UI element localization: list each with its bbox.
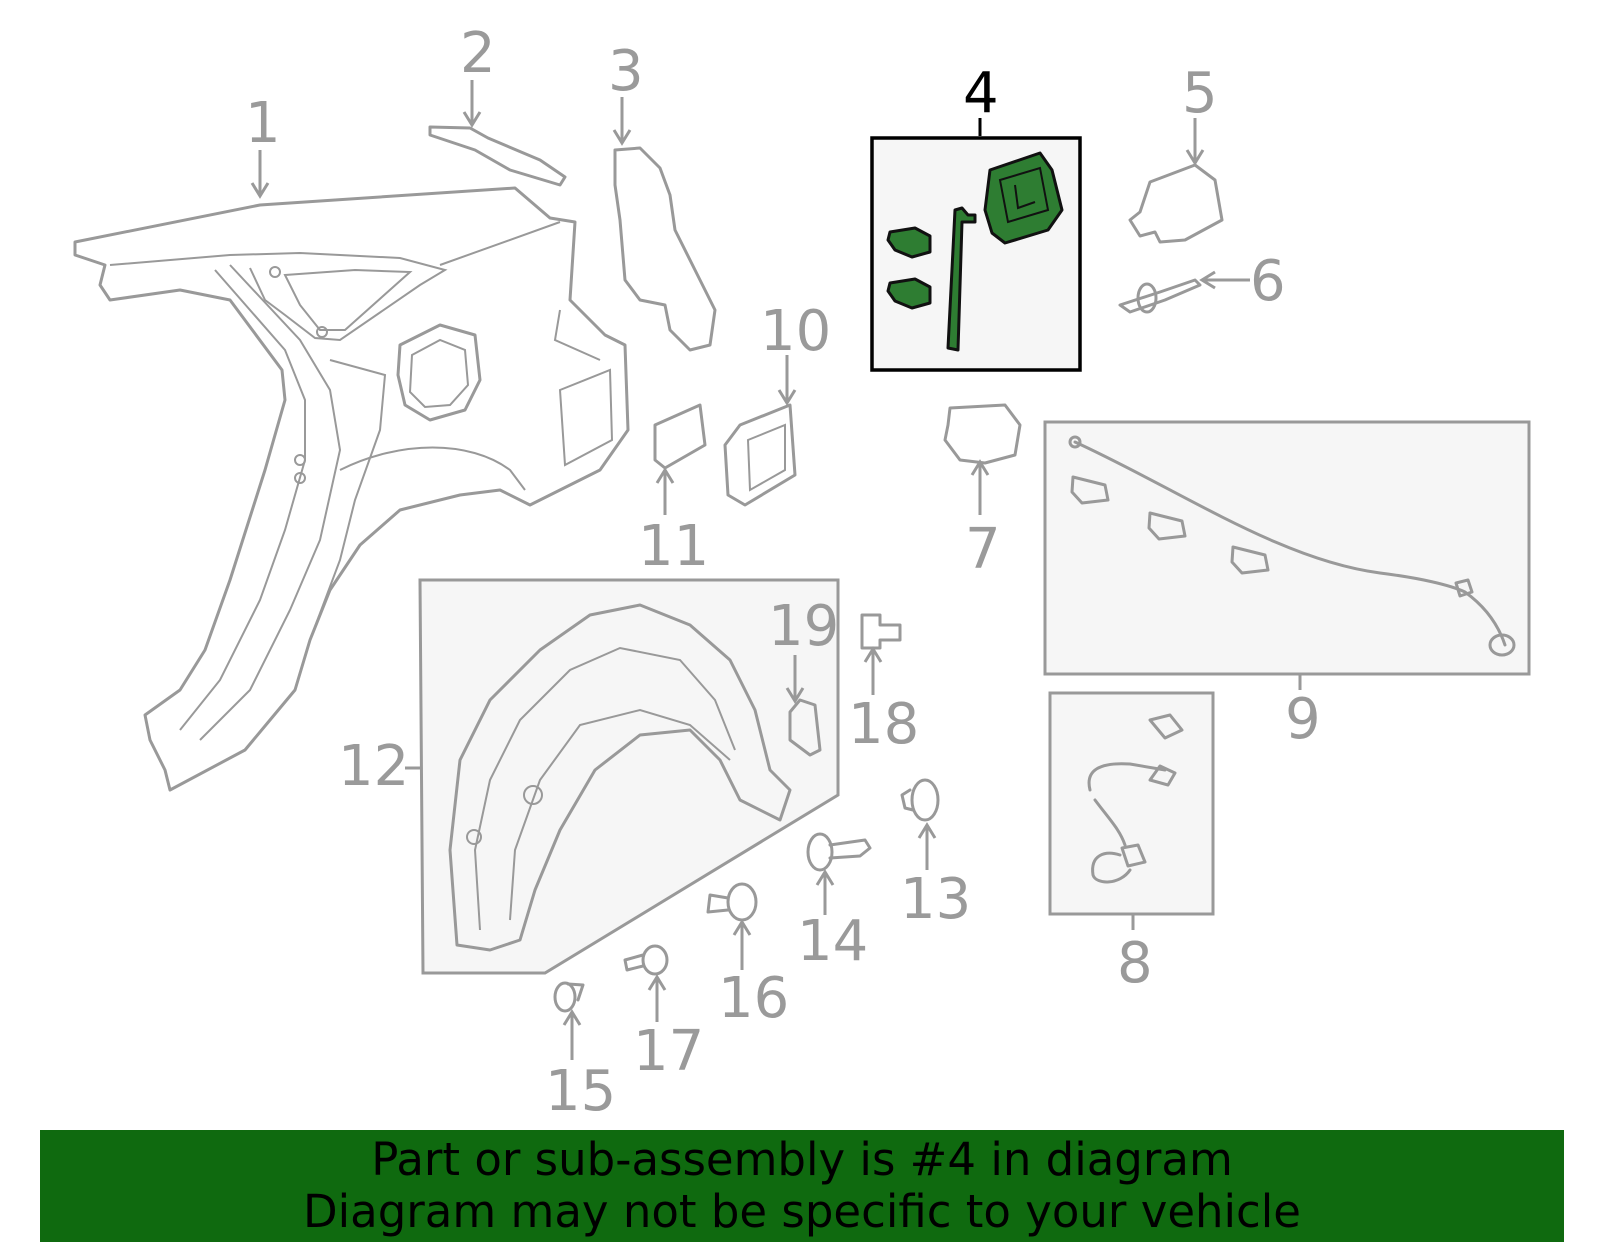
callout-11: 11 xyxy=(638,514,709,579)
callout-12: 12 xyxy=(338,734,409,799)
part-5-drawing xyxy=(1128,163,1224,244)
callout-18: 18 xyxy=(848,692,919,757)
callout-14: 14 xyxy=(797,909,868,974)
callout-6: 6 xyxy=(1250,249,1286,314)
callout-2: 2 xyxy=(460,21,496,86)
part-18-drawing xyxy=(860,613,902,650)
callout-17: 17 xyxy=(633,1019,704,1084)
part-6-drawing xyxy=(1118,278,1202,314)
callout-3: 3 xyxy=(608,39,644,104)
callout-4: 4 xyxy=(963,61,999,126)
part-2-drawing xyxy=(428,125,567,187)
fender-liner-box xyxy=(418,578,840,975)
callout-19: 19 xyxy=(768,594,839,659)
part-3-drawing xyxy=(613,146,717,352)
info-banner: Part or sub-assembly is #4 in diagram Di… xyxy=(40,1130,1564,1242)
callout-7: 7 xyxy=(965,517,1001,582)
callout-5: 5 xyxy=(1182,61,1218,126)
banner-line-1: Part or sub-assembly is #4 in diagram xyxy=(371,1133,1233,1186)
callout-8: 8 xyxy=(1117,931,1153,996)
callout-9: 9 xyxy=(1285,687,1321,752)
part-7-drawing xyxy=(943,403,1022,465)
callout-13: 13 xyxy=(900,867,971,932)
banner-line-2: Diagram may not be specific to your vehi… xyxy=(303,1185,1301,1238)
leader-arrows xyxy=(250,80,1302,1060)
part-11-drawing xyxy=(653,403,707,470)
callout-10: 10 xyxy=(760,299,831,364)
harness-box xyxy=(1048,691,1215,916)
callout-1: 1 xyxy=(245,91,281,156)
fuel-door-assembly-box xyxy=(870,136,1082,372)
quarter-panel-drawing xyxy=(73,186,630,792)
callout-16: 16 xyxy=(718,966,789,1031)
part-10-drawing xyxy=(723,403,797,507)
release-cable-box xyxy=(1043,420,1531,676)
callout-15: 15 xyxy=(545,1059,616,1124)
